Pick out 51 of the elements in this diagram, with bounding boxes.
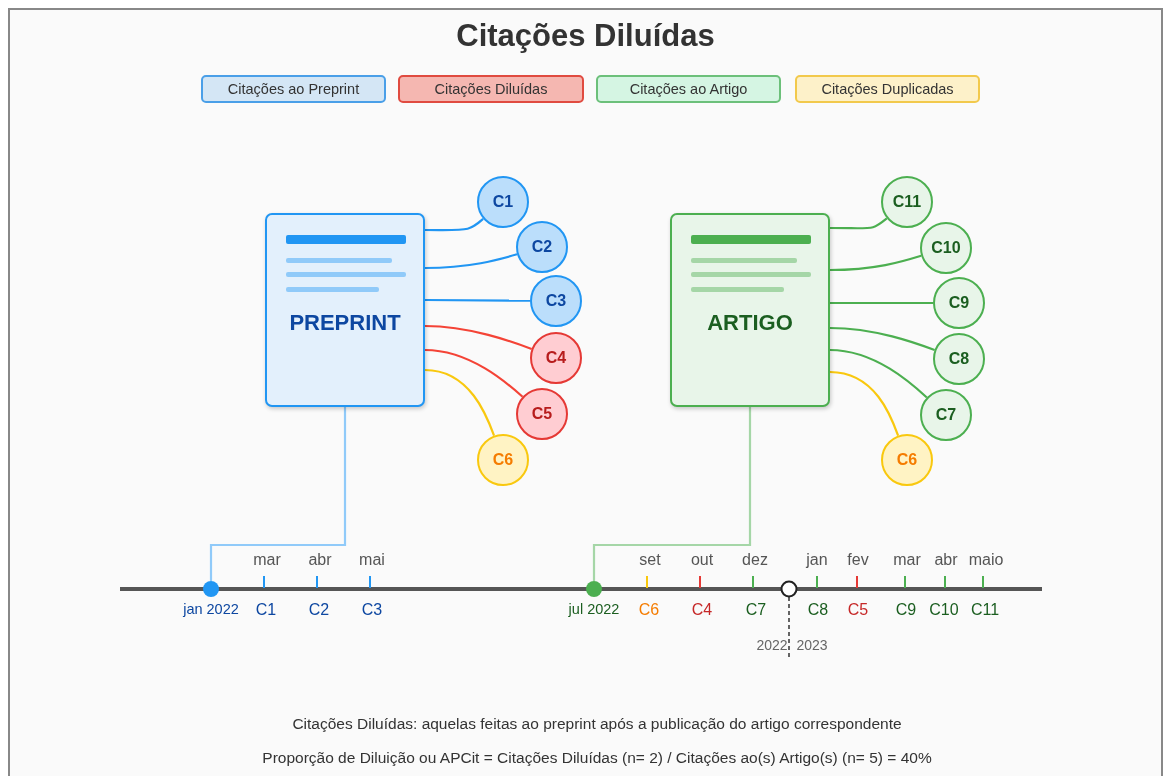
connector-line [425, 253, 518, 270]
connector-line [424, 348, 524, 398]
month-label: fev [847, 551, 869, 570]
month-label: mar [253, 551, 281, 570]
connector-line [830, 254, 922, 272]
month-label: jan [806, 551, 828, 570]
month-label: mar [893, 551, 921, 570]
month-label: out [690, 551, 714, 570]
connector-line [829, 348, 928, 399]
diagram-title: Citações Diluídas [455, 18, 716, 54]
month-label: set [639, 551, 661, 570]
month-label: abr [934, 551, 958, 570]
month-label: mai [359, 551, 385, 570]
connector-line [592, 407, 752, 581]
legend-item: Citações Diluídas [398, 75, 584, 103]
legend-item: Citações ao Artigo [596, 75, 781, 103]
year-label: 2022 [756, 636, 788, 653]
connector-line [829, 370, 900, 436]
citation-label: C7 [745, 601, 767, 620]
date-label: jan 2022 [182, 601, 240, 617]
citation-label: C9 [895, 601, 917, 620]
document-box [670, 213, 830, 407]
citation-label: C1 [255, 601, 277, 620]
document-title: ARTIGO [706, 310, 794, 336]
citation-label: C10 [929, 601, 959, 620]
month-label: dez [742, 551, 768, 570]
month-label: maio [968, 551, 1004, 570]
citation-label: C11 [970, 601, 1000, 620]
legend-item: Citações Duplicadas [795, 75, 980, 103]
citation-label: C3 [361, 601, 383, 620]
connector-line [425, 217, 484, 232]
connector-line [425, 298, 530, 302]
connector-line [209, 407, 347, 581]
citation-label: C5 [847, 601, 869, 620]
citation-label: C8 [807, 601, 829, 620]
note-text: Proporção de Diluição ou APCit = Citações Diluídas (n= 2) / Citações ao(s) Artigo(s) (n= 5) = 40% [262, 748, 932, 767]
legend-item: Citações ao Preprint [201, 75, 386, 103]
month-label: abr [308, 551, 332, 570]
document-box [265, 213, 425, 407]
connector-line [424, 324, 532, 350]
connector-line [830, 301, 933, 305]
note-text: Citações Diluídas: aquelas feitas ao preprint após a publicação do artigo correspondente [292, 714, 902, 733]
citation-label: C4 [691, 601, 713, 620]
year-label: 2023 [796, 636, 828, 653]
connector-line [830, 217, 888, 230]
date-label: jul 2022 [567, 601, 621, 617]
connector-line [829, 326, 935, 352]
citation-label: C6 [638, 601, 660, 620]
document-title: PREPRINT [288, 310, 402, 336]
connector-line [424, 368, 496, 436]
citation-label: C2 [308, 601, 330, 620]
